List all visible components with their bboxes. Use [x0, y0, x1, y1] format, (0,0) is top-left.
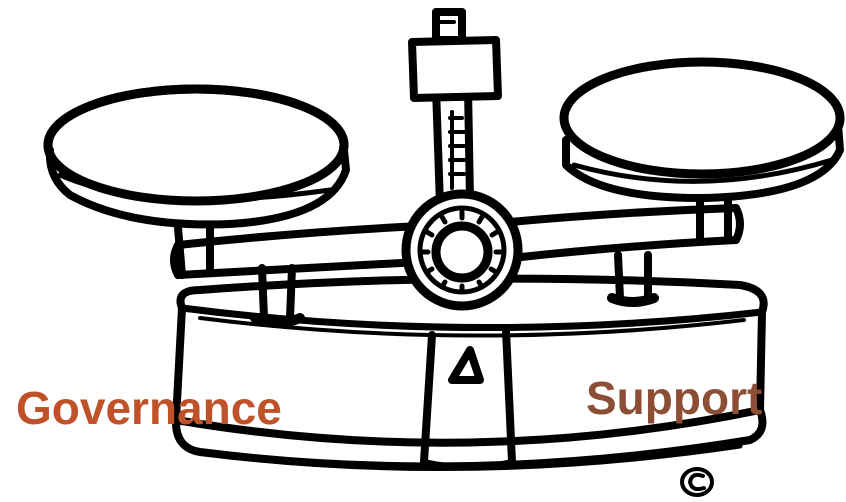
center-post — [436, 88, 470, 205]
signature-c-mark — [682, 469, 712, 495]
left-pan — [48, 89, 346, 224]
center-dial — [406, 194, 518, 306]
governance-label: Governance — [16, 385, 282, 431]
support-label: Support — [586, 375, 762, 421]
right-pan — [564, 62, 840, 198]
top-knob — [412, 12, 498, 98]
